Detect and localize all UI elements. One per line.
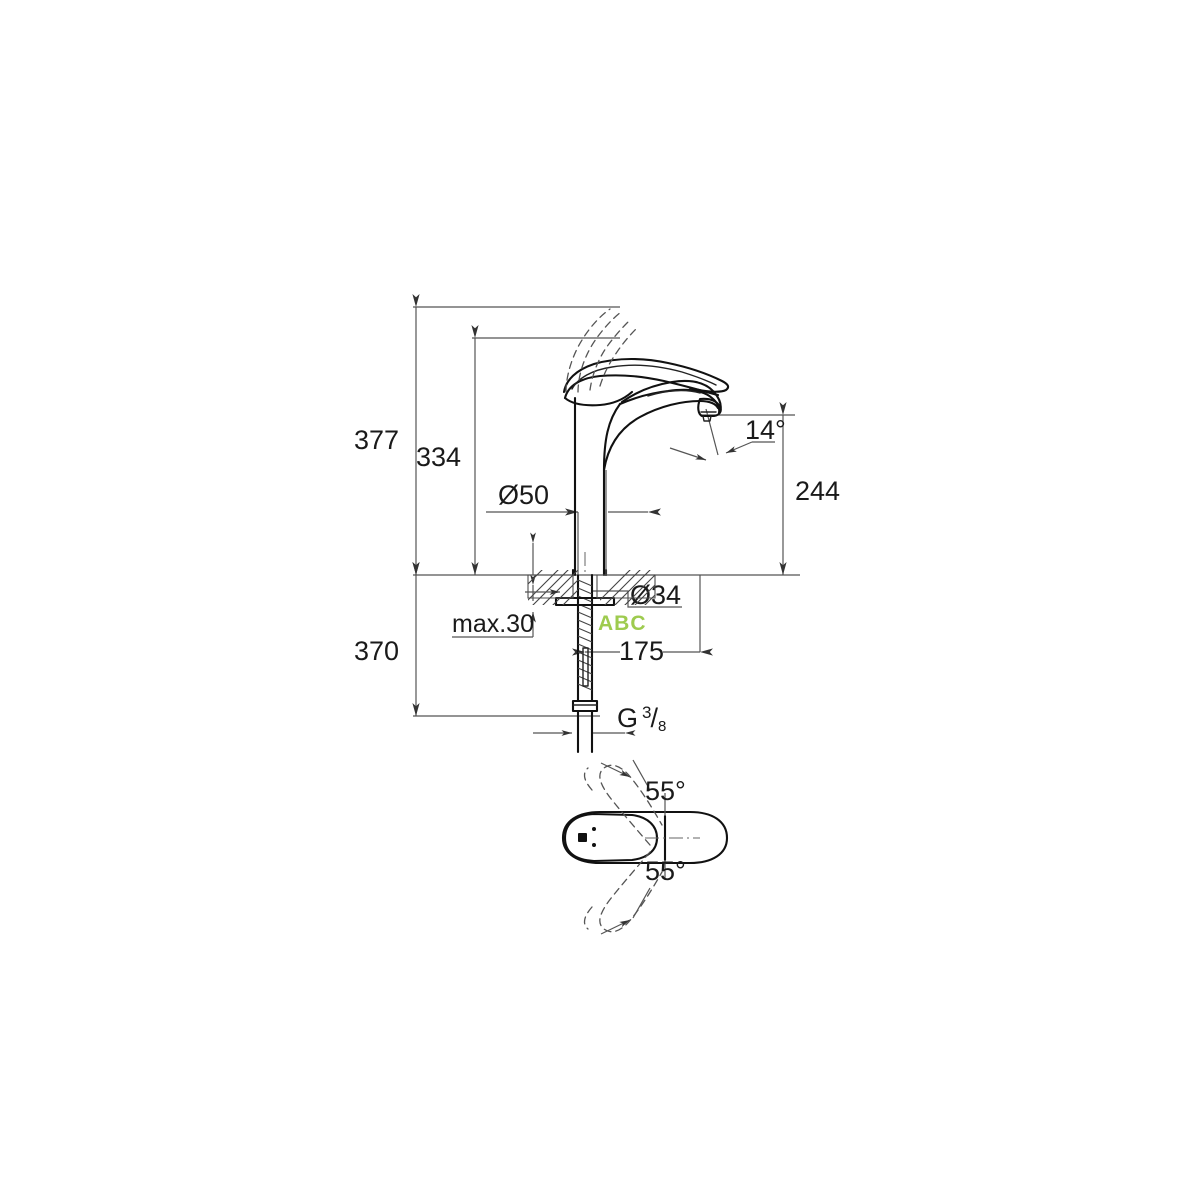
plan-handle-dot-bottom bbox=[592, 843, 596, 847]
faucet-lever-arm-inner bbox=[571, 364, 717, 390]
plan-spout-phantom-down bbox=[599, 851, 663, 933]
dimension-value-244: 244 bbox=[795, 476, 840, 506]
plan-spout-phantom-up-edge bbox=[583, 767, 593, 791]
dimension-value-334: 334 bbox=[416, 442, 461, 472]
faucet-lever-raised-phantom bbox=[565, 308, 611, 393]
plan-spout-phantom-up bbox=[599, 764, 663, 846]
faucet-spout-underside bbox=[602, 399, 720, 472]
plan-spout-phantom-down-edge bbox=[583, 906, 593, 930]
faucet-lever-raised-phantom-4 bbox=[599, 328, 637, 387]
dimension-value-55deg-upper: 55° bbox=[645, 776, 686, 806]
plan-handle-dot-top bbox=[592, 827, 596, 831]
faucet-spout-accent-1 bbox=[647, 389, 701, 397]
deck-section-left bbox=[527, 570, 578, 605]
faucet-handle-lower-jaw bbox=[563, 374, 720, 400]
faucet-retaining-nut bbox=[571, 699, 599, 713]
dimension-value-370: 370 bbox=[354, 636, 399, 666]
watermark-abc: ABC bbox=[598, 612, 647, 635]
faucet-shank-slot bbox=[582, 647, 589, 687]
deck-section-right bbox=[596, 570, 656, 605]
faucet-aerator-outline bbox=[697, 397, 722, 418]
thread-denominator: 8 bbox=[658, 718, 666, 735]
faucet-lever-raised-phantom-2 bbox=[577, 311, 622, 393]
thread-letter: G bbox=[617, 703, 638, 733]
dimension-swivel-upper: 55° bbox=[600, 759, 686, 816]
faucet-handle-lower-edge bbox=[563, 390, 634, 407]
view-side-elevation bbox=[525, 308, 730, 754]
dimension-aerator-angle: 14° bbox=[669, 408, 786, 461]
faucet-spout-top bbox=[620, 379, 722, 414]
dimension-base-diameter: Ø50 bbox=[486, 480, 661, 516]
faucet-lever-raised-phantom-3 bbox=[589, 321, 629, 391]
plan-handle-slot bbox=[578, 833, 587, 842]
dimension-value-14deg: 14° bbox=[745, 415, 786, 445]
dimension-spout-projection: 175 bbox=[572, 575, 713, 666]
dimension-overall-height: 377 bbox=[354, 294, 420, 575]
plan-spout-outline bbox=[561, 810, 729, 865]
dimension-value-175: 175 bbox=[619, 636, 664, 666]
dimension-spout-outlet-height: 244 bbox=[779, 402, 840, 575]
dimension-spout-top-height: 334 bbox=[416, 325, 479, 575]
dimension-value-55deg-lower: 55° bbox=[645, 856, 686, 886]
faucet-lever-arm-top bbox=[562, 358, 730, 394]
dimension-swivel-lower: 55° bbox=[600, 856, 686, 935]
dimension-value-max30: max.30 bbox=[452, 610, 534, 638]
faucet-aerator-outlet-face bbox=[702, 415, 712, 422]
dimension-value-d50: Ø50 bbox=[498, 480, 549, 510]
dimension-below-deck-length: 370 bbox=[354, 562, 420, 716]
faucet-shank-thread-hatch bbox=[577, 579, 593, 691]
thread-numerator: 3 bbox=[642, 703, 651, 722]
dimension-max-deck-thickness: max.30 bbox=[452, 574, 536, 638]
dimension-value-377: 377 bbox=[354, 425, 399, 455]
view-plan-swivel: 55° 55° bbox=[561, 759, 729, 935]
